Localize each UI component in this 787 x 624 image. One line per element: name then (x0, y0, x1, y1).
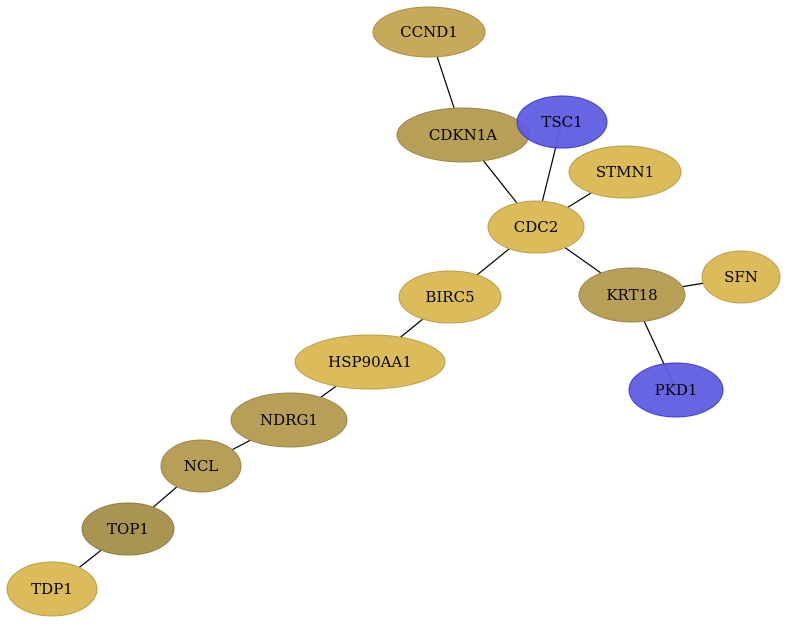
node-tsc1[interactable]: TSC1 (516, 95, 608, 149)
node-tsc1-label: TSC1 (541, 113, 582, 131)
node-ccnd1[interactable]: CCND1 (372, 6, 486, 58)
node-ndrg1-label: NDRG1 (260, 411, 318, 429)
node-birc5-label: BIRC5 (425, 288, 474, 306)
node-top1[interactable]: TOP1 (81, 502, 175, 556)
node-ccnd1-label: CCND1 (400, 23, 458, 41)
node-ncl-shape (160, 439, 242, 493)
node-ccnd1-shape (372, 6, 486, 58)
node-krt18-shape (578, 267, 686, 323)
node-krt18[interactable]: KRT18 (578, 267, 686, 323)
node-sfn[interactable]: SFN (701, 250, 781, 304)
node-cdc2-label: CDC2 (514, 218, 559, 236)
node-tdp1-shape (6, 561, 98, 617)
node-top1-shape (81, 502, 175, 556)
node-stmn1-shape (568, 145, 682, 199)
node-birc5[interactable]: BIRC5 (398, 270, 502, 324)
node-tsc1-shape (516, 95, 608, 149)
node-sfn-label: SFN (724, 268, 758, 286)
node-ndrg1-shape (230, 392, 348, 448)
node-stmn1-label: STMN1 (596, 163, 654, 181)
node-tdp1-label: TDP1 (31, 580, 73, 598)
node-krt18-label: KRT18 (606, 286, 657, 304)
node-top1-label: TOP1 (107, 520, 149, 538)
node-tdp1[interactable]: TDP1 (6, 561, 98, 617)
node-pkd1-label: PKD1 (655, 381, 698, 399)
node-cdkn1a[interactable]: CDKN1A (396, 107, 530, 163)
node-birc5-shape (398, 270, 502, 324)
node-ncl-label: NCL (184, 457, 219, 475)
node-hsp90aa1-label: HSP90AA1 (328, 353, 412, 371)
node-stmn1[interactable]: STMN1 (568, 145, 682, 199)
node-cdkn1a-label: CDKN1A (429, 126, 497, 144)
node-ncl[interactable]: NCL (160, 439, 242, 493)
node-hsp90aa1[interactable]: HSP90AA1 (294, 334, 446, 390)
node-hsp90aa1-shape (294, 334, 446, 390)
node-cdc2-shape (487, 200, 585, 254)
node-ndrg1[interactable]: NDRG1 (230, 392, 348, 448)
node-cdc2[interactable]: CDC2 (487, 200, 585, 254)
node-pkd1[interactable]: PKD1 (628, 362, 724, 418)
node-sfn-shape (701, 250, 781, 304)
node-pkd1-shape (628, 362, 724, 418)
